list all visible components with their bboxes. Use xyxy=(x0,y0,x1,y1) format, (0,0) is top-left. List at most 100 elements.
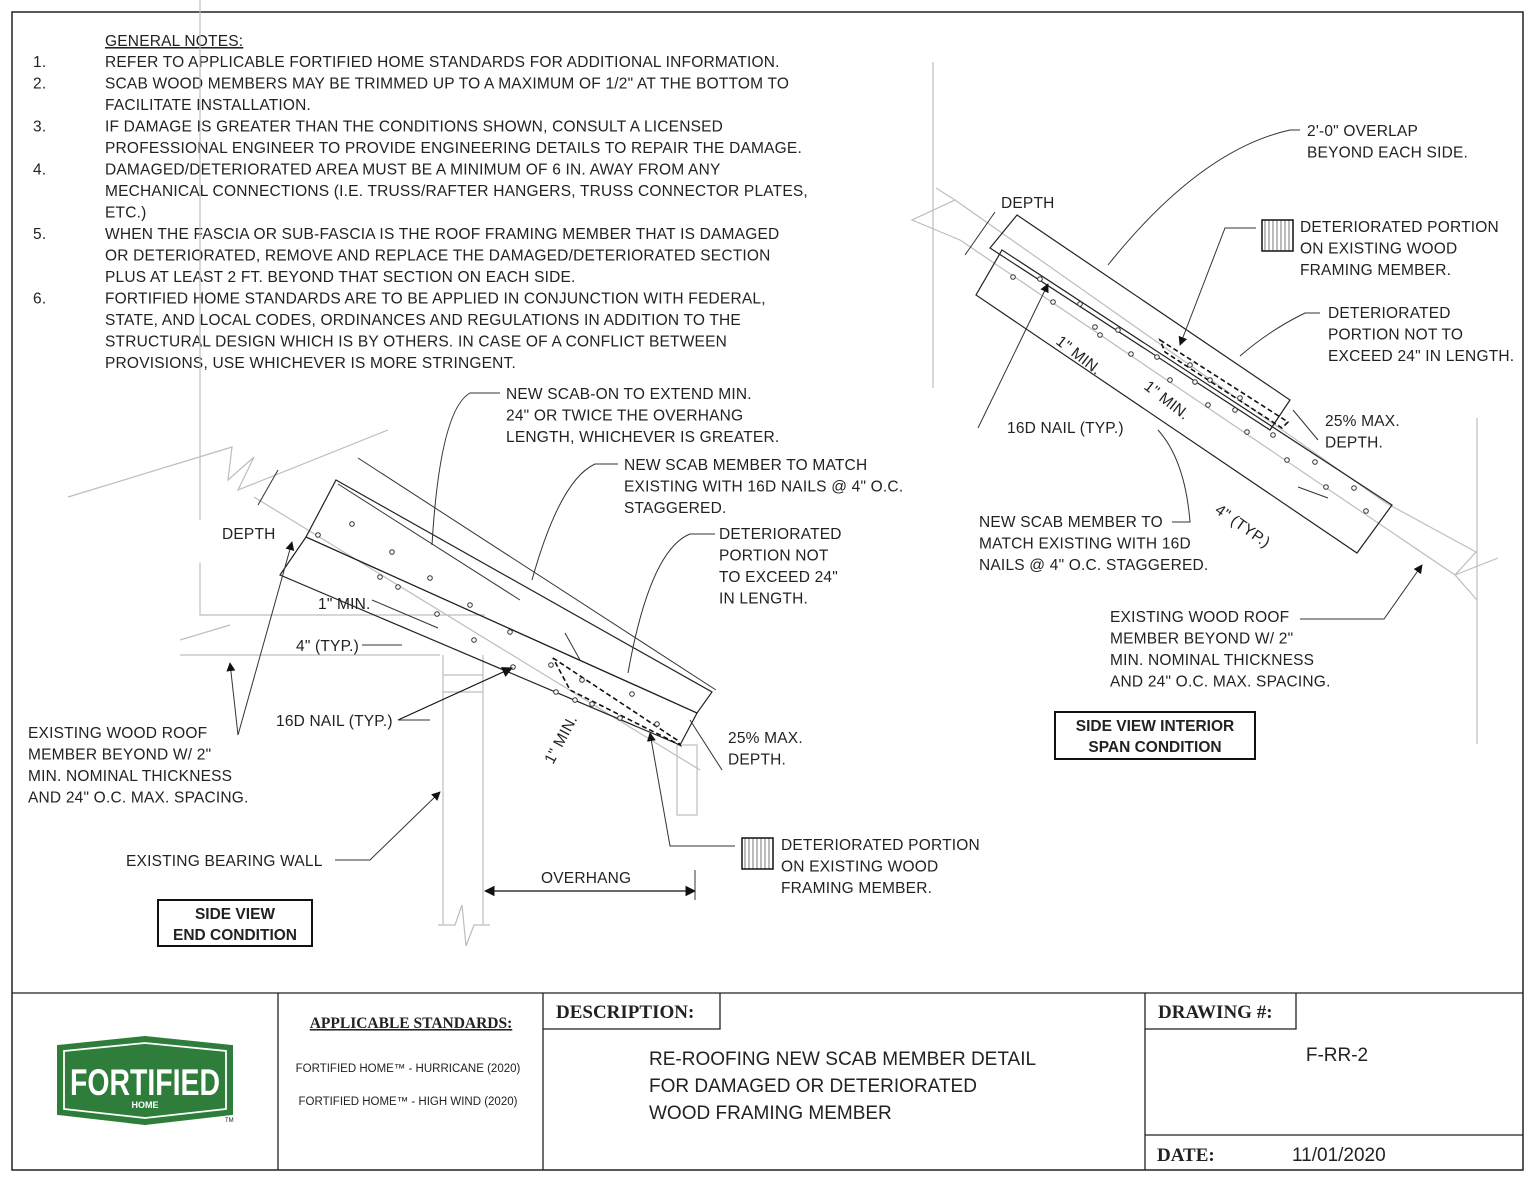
nail-dot xyxy=(1232,407,1238,413)
end-max-depth-label-line: 25% MAX. xyxy=(728,730,803,747)
note-text: DAMAGED/DETERIORATED AREA MUST BE A MINI… xyxy=(105,162,721,179)
nail-dot xyxy=(1154,354,1160,360)
note-text: ETC.) xyxy=(105,205,146,222)
nail-dot xyxy=(1187,362,1193,368)
desc-label-box xyxy=(543,993,721,1030)
end-deteriorated-label-line: PORTION NOT xyxy=(719,548,829,565)
fascia xyxy=(676,744,698,816)
nail-dot xyxy=(1244,429,1250,435)
int-legend-label-line: ON EXISTING WOOD xyxy=(1300,241,1457,258)
nail-dot xyxy=(507,629,513,635)
note-number: 4. xyxy=(33,162,46,179)
end-scab-on-label: NEW SCAB-ON TO EXTEND MIN.24" OR TWICE T… xyxy=(506,386,779,446)
int-max-depth-label-line: DEPTH. xyxy=(1325,435,1383,452)
int-existing-member-label-line: MIN. NOMINAL THICKNESS xyxy=(1110,652,1314,669)
end-deteriorated-label-line: TO EXCEED 24" xyxy=(719,569,838,586)
standards-heading: APPLICABLE STANDARDS: xyxy=(310,1015,513,1032)
int-one-min-label: 1" MIN. xyxy=(1053,333,1105,379)
deteriorated-region xyxy=(552,657,683,747)
notes-list: 1.REFER TO APPLICABLE FORTIFIED HOME STA… xyxy=(33,54,808,372)
leader-scab-on xyxy=(431,392,500,546)
end-overhang-label: OVERHANG xyxy=(541,870,631,887)
int-existing-member-label-line: EXISTING WOOD ROOF xyxy=(1110,609,1289,626)
max-depth-dim xyxy=(689,719,723,771)
end-legend-label-line: DETERIORATED PORTION xyxy=(781,837,980,854)
description-text-line: WOOD FRAMING MEMBER xyxy=(649,1103,892,1124)
notes-title: GENERAL NOTES: xyxy=(105,33,243,50)
description-text-line: FOR DAMAGED OR DETERIORATED xyxy=(649,1076,977,1097)
nail-dot xyxy=(1270,432,1276,438)
end-four-typ-label: 4" (TYP.) xyxy=(296,638,359,655)
standards-list: FORTIFIED HOME™ - HURRICANE (2020)FORTIF… xyxy=(296,1063,521,1108)
drawing-label-box xyxy=(1145,993,1297,1030)
int-legend-label-line: FRAMING MEMBER. xyxy=(1300,262,1451,279)
int-leader-legend xyxy=(1178,227,1256,346)
nail-dot xyxy=(617,715,623,721)
description-text-line: RE-ROOFING NEW SCAB MEMBER DETAIL xyxy=(649,1049,1036,1070)
nail-dot xyxy=(427,575,433,581)
nail-dot xyxy=(1351,485,1357,491)
int-deteriorated-label-line: DETERIORATED xyxy=(1328,305,1451,322)
int-deteriorated-label-line: PORTION NOT TO xyxy=(1328,327,1463,344)
scab-on-dim xyxy=(357,457,717,691)
nail-dot xyxy=(1077,301,1083,307)
leader-existing-member-2 xyxy=(226,662,239,736)
nail-dot xyxy=(377,574,383,580)
nail-dot xyxy=(1207,377,1213,383)
int-existing-left-break xyxy=(910,187,961,241)
end-view-title-box xyxy=(157,899,313,947)
nail-dot xyxy=(315,532,321,538)
end-legend-label-line: FRAMING MEMBER. xyxy=(781,880,932,897)
note-text: IF DAMAGE IS GREATER THAN THE CONDITIONS… xyxy=(105,119,723,136)
note-text: SCAB WOOD MEMBERS MAY BE TRIMMED UP TO A… xyxy=(105,76,789,93)
wall-break xyxy=(438,904,490,947)
end-depth-label: DEPTH xyxy=(222,526,276,543)
soffit-left xyxy=(179,624,231,641)
int-leader-overlap xyxy=(1107,129,1300,266)
one-min-b-dim xyxy=(564,632,581,661)
note-text: PROVISIONS, USE WHICHEVER IS MORE STRING… xyxy=(105,355,516,372)
end-view-title-line: SIDE VIEW xyxy=(195,906,275,923)
int-leader-deteriorated xyxy=(1239,312,1320,357)
end-deteriorated-label-line: DETERIORATED xyxy=(719,526,842,543)
description-label: DESCRIPTION: xyxy=(556,1002,694,1023)
int-existing-top xyxy=(954,199,1387,504)
int-existing-right-break xyxy=(1385,502,1499,576)
nail-dot xyxy=(1237,395,1243,401)
int-overlap-label-line: BEYOND EACH SIDE. xyxy=(1307,145,1468,162)
int-existing-member-label-line: MEMBER BEYOND W/ 2" xyxy=(1110,631,1293,648)
int-depth-label: DEPTH xyxy=(1001,195,1055,212)
nail-dot xyxy=(629,691,635,697)
leader-scab-member xyxy=(531,463,618,581)
scab-on-dim-2 xyxy=(337,483,521,601)
int-depth-dim xyxy=(964,211,996,256)
existing-member-top-edge xyxy=(253,496,701,771)
end-one-min-b-label: 1" MIN. xyxy=(542,712,582,766)
end-existing-member-label-line: AND 24" O.C. MAX. SPACING. xyxy=(28,790,249,807)
int-nail-label: 16D NAIL (TYP.) xyxy=(1007,420,1124,437)
nail-dot xyxy=(1205,402,1211,408)
nail-dot xyxy=(579,677,585,683)
nail-dot xyxy=(389,549,395,555)
int-four-typ-label: 4" (TYP.) xyxy=(1212,501,1273,551)
depth-dim xyxy=(257,469,279,506)
logo-badge xyxy=(57,1035,233,1126)
nail-dot xyxy=(1037,276,1043,282)
note-number: 2. xyxy=(33,76,46,93)
fortified-logo: FORTIFIED HOME TM xyxy=(57,1035,234,1126)
nail-dot xyxy=(1312,459,1318,465)
description-text: RE-ROOFING NEW SCAB MEMBER DETAIL FOR DAM… xyxy=(649,1049,1036,1124)
leader-legend xyxy=(646,732,735,847)
int-one-min-b-label: 1" MIN. xyxy=(1141,378,1193,424)
note-number: 3. xyxy=(33,119,46,136)
end-legend-label-line: ON EXISTING WOOD xyxy=(781,859,938,876)
end-max-depth-label-line: DEPTH. xyxy=(728,752,786,769)
nail-dot xyxy=(1050,299,1056,305)
leader-nail xyxy=(397,667,513,721)
int-existing-member xyxy=(989,214,1291,431)
leader-existing-member xyxy=(237,541,295,736)
